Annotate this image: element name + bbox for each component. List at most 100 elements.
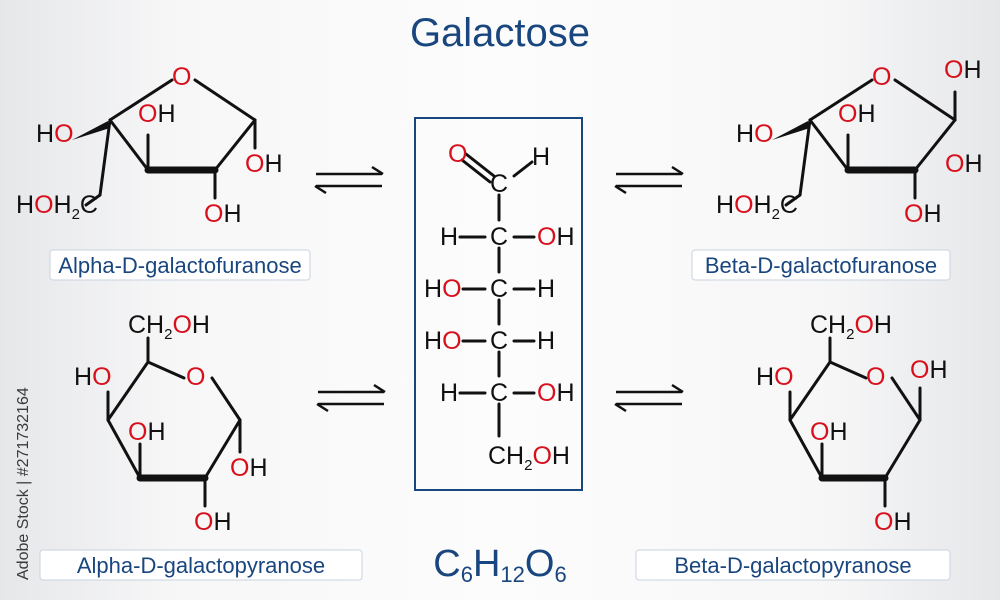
hydrogen-atom: H [424,327,442,355]
oxygen-atom: O [774,363,793,391]
aldehyde-hydrogen-atom: H [532,143,550,171]
oxygen-atom: O [442,327,461,355]
hydrogen-atom: H [923,200,941,228]
oxygen-atom: O [944,56,963,84]
oxygen-atom: O [537,223,556,251]
hydrogen-atom: H [556,379,574,407]
oxygen-atom: O [904,200,923,228]
equilibrium-arrow-top-right [614,165,684,195]
hydrogen-atom: H [36,120,54,148]
hydrogen-atom: H [74,363,92,391]
ring-oxygen-atom: O [186,363,205,391]
hydroxyl-group: OH [138,100,176,128]
ch-group: CH [128,311,164,339]
oxygen-atom: O [532,442,551,470]
carbon-atom: C [490,275,508,303]
hydrogen-atom: H [963,56,981,84]
hydroxyl-group: OH [230,454,268,482]
subscript-2: 2 [72,206,80,223]
oxygen-atom: O [910,356,929,384]
hydroxyl-group: HO [756,363,794,391]
equilibrium-arrow-bottom-right [614,383,684,413]
oxygen-atom: O [194,508,213,536]
formula-carbon-count: 6 [461,562,473,587]
carbon-atom: C [490,379,508,407]
hydrogen-atom: H [893,508,911,536]
hydrogen-atom: H [223,200,241,228]
hydroxyl-group: OH [194,508,232,536]
oxygen-atom: O [230,454,249,482]
hydrogen-atom: H [552,442,570,470]
ch-group: CH [488,442,524,470]
oxygen-atom: O [442,275,461,303]
subscript-2: 2 [772,206,780,223]
hydroxymethyl-group: CH2OH [488,442,570,474]
ring-oxygen-atom: O [872,63,891,91]
ch-group: CH [810,311,846,339]
alpha-galactofuranose-structure: O HO OH OH OH HOH2C [16,63,283,228]
hydrogen-atom: H [537,275,555,303]
hydroxyl-group: OH [904,200,942,228]
hydrogen-atom: H [424,275,442,303]
hydroxyl-group: OH [874,508,912,536]
hydrogen-atom: H [192,311,210,339]
hydrogen-atom: H [716,191,734,219]
hydroxyl-group: HO [424,327,462,355]
watermark-text: Adobe Stock | #271732164 [15,387,32,580]
carbon-atom: C [780,191,798,219]
oxygen-atom: O [245,150,264,178]
subscript-2: 2 [164,326,172,343]
hydrogen-atom: H [16,191,34,219]
hydroxyl-group: OH [945,150,983,178]
ring-oxygen-atom: O [172,63,191,91]
hydrogen-atom: H [736,120,754,148]
oxygen-atom: O [945,150,964,178]
hydroxyl-group: OH [204,200,242,228]
open-chain-frame [414,117,583,491]
hash-wedge-bond [772,121,810,140]
oxygen-atom: O [54,120,73,148]
hydroxymethyl-group: HOH2C [16,191,98,223]
label-alpha-galactopyranose-text: Alpha-D-galactopyranose [77,553,325,578]
hydrogen-atom: H [756,363,774,391]
hydrogen-atom: H [440,379,458,407]
hydroxyl-group: OH [128,418,166,446]
formula-hydrogen: H [473,543,500,585]
equilibrium-arrow-top-left [314,165,384,195]
formula-hydrogen-count: 12 [500,562,524,587]
hydroxyl-group: OH [537,223,575,251]
oxygen-atom: O [537,379,556,407]
label-alpha-galactopyranose: Alpha-D-galactopyranose [39,549,363,581]
hydroxyl-group: HO [424,275,462,303]
molecular-formula: C6H12O6 [433,543,566,587]
oxygen-atom: O [754,120,773,148]
hydroxyl-group: OH [245,150,283,178]
hydroxymethyl-group: CH2OH [128,311,210,343]
hydrogen-atom: H [929,356,947,384]
oxygen-atom: O [128,418,147,446]
label-beta-galactofuranose-text: Beta-D-galactofuranose [705,253,937,278]
hydrogen-atom: H [264,150,282,178]
oxygen-atom: O [138,100,157,128]
hydrogen-atom: H [857,100,875,128]
carbon-atom: C [490,327,508,355]
hydroxyl-group: HO [36,120,74,148]
carbon-atom: C [490,223,508,251]
hydrogen-atom: H [147,418,165,446]
hydroxymethyl-group: CH2OH [810,311,892,343]
hydroxyl-group: HO [736,120,774,148]
subscript-2: 2 [524,457,532,474]
label-beta-galactofuranose: Beta-D-galactofuranose [691,249,951,281]
page-title: Galactose [410,11,590,55]
formula-carbon: C [433,543,460,585]
hash-wedge-bond [72,121,110,140]
equilibrium-arrow-bottom-left [316,383,386,413]
hydrogen-atom: H [440,223,458,251]
label-beta-galactopyranose: Beta-D-galactopyranose [635,549,951,581]
hydroxyl-group: OH [910,356,948,384]
aldehyde-oxygen-atom: O [448,140,467,168]
oxygen-atom: O [734,191,753,219]
oxygen-atom: O [854,311,873,339]
oxygen-atom: O [92,363,111,391]
